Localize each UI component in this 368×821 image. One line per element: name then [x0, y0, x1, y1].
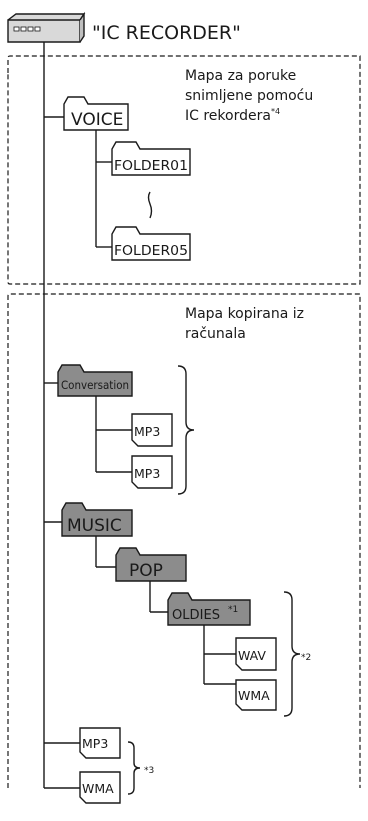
oldies-folder-icon	[167, 592, 251, 626]
folder05-label: FOLDER05	[114, 244, 188, 259]
music-folder-icon	[61, 502, 133, 537]
oldies-brace	[283, 591, 301, 717]
pop-folder-label: POP	[129, 561, 163, 581]
conversation-file-2-label: MP3	[134, 466, 160, 481]
conversation-file-2-icon	[131, 455, 173, 489]
oldies-files-note: *2	[301, 653, 311, 663]
wav-file-icon	[235, 637, 277, 671]
folder05-folder-icon	[111, 226, 191, 261]
root-mp3-file-icon	[79, 727, 121, 759]
voice-caption-line-2: snimljene pomoću	[185, 88, 313, 104]
computer-section-border	[7, 293, 361, 788]
root-mp3-label: MP3	[82, 736, 108, 751]
wma-file-label: WMA	[238, 688, 270, 703]
voice-section-border	[7, 55, 361, 285]
ic-recorder-device-icon	[7, 11, 86, 43]
ellipsis-wave-icon	[147, 191, 153, 219]
root-files-note: *3	[144, 766, 154, 776]
voice-folder-label: VOICE	[71, 110, 123, 130]
root-wma-label: WMA	[82, 781, 114, 796]
conversation-file-1-icon	[131, 413, 173, 447]
conversation-file-1-label: MP3	[134, 424, 160, 439]
conversation-folder-label: Conversation	[61, 378, 129, 392]
wma-file-icon	[235, 679, 277, 711]
device-title: "IC RECORDER"	[92, 22, 241, 44]
oldies-folder-label: OLDIES	[172, 608, 220, 623]
wav-file-label: WAV	[238, 648, 266, 663]
music-folder-label: MUSIC	[67, 516, 122, 536]
pop-folder-icon	[115, 547, 187, 582]
computer-caption-line-2: računala	[185, 326, 246, 342]
voice-caption-line-3: IC rekordera*4	[185, 107, 280, 124]
folder01-folder-icon	[111, 141, 191, 176]
root-files-brace	[127, 741, 141, 795]
conversation-folder-icon	[57, 364, 133, 397]
computer-caption-line-1: Mapa kopirana iz	[185, 306, 304, 322]
voice-folder-icon	[63, 96, 129, 131]
oldies-note: *1	[228, 605, 238, 615]
conversation-brace	[177, 365, 195, 495]
root-wma-file-icon	[79, 771, 121, 804]
voice-caption-line-1: Mapa za poruke	[185, 68, 296, 84]
folder01-label: FOLDER01	[114, 159, 188, 174]
